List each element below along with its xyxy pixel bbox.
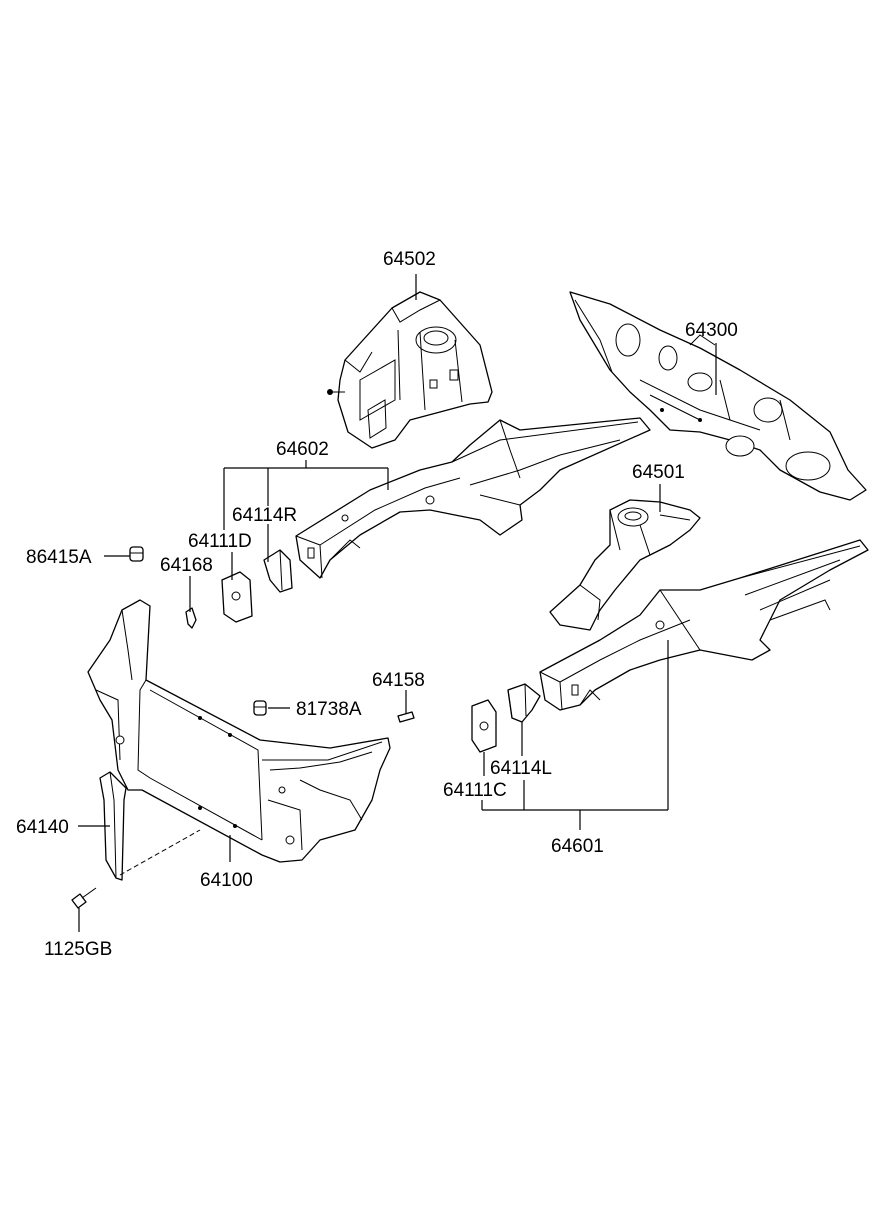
label-64601: 64601 xyxy=(551,836,604,857)
part-81738A-plug[interactable] xyxy=(253,700,267,716)
part-64502-wheel-house-rh[interactable] xyxy=(327,291,493,449)
part-64114R-bracket[interactable] xyxy=(263,549,293,593)
part-64501-wheel-house-lh[interactable] xyxy=(549,499,701,631)
alignment-line xyxy=(119,829,201,876)
part-86415A-plug[interactable] xyxy=(129,546,144,562)
part-64111D-plate[interactable] xyxy=(221,571,253,623)
label-64114L: 64114L xyxy=(490,758,552,779)
part-64100-front-panel[interactable] xyxy=(87,599,391,863)
label-64158: 64158 xyxy=(372,670,425,691)
label-64100: 64100 xyxy=(200,870,253,891)
part-64601-side-member-lh[interactable] xyxy=(539,539,869,711)
label-64168: 64168 xyxy=(160,555,213,576)
part-64158-pin[interactable] xyxy=(397,711,415,723)
part-64111C-plate[interactable] xyxy=(471,699,497,753)
label-64602: 64602 xyxy=(276,439,329,460)
label-1125GB: 1125GB xyxy=(44,939,112,960)
label-64300: 64300 xyxy=(685,320,738,341)
label-64111D: 64111D xyxy=(188,531,252,552)
part-64168-clip[interactable] xyxy=(185,607,197,629)
label-64114R: 64114R xyxy=(232,505,297,526)
part-64140-stay[interactable] xyxy=(99,771,127,881)
label-64140: 64140 xyxy=(16,817,69,838)
label-81738A: 81738A xyxy=(296,699,362,720)
label-64502: 64502 xyxy=(383,249,436,270)
part-64300-dash-panel[interactable] xyxy=(569,291,867,501)
part-1125GB-bolt[interactable] xyxy=(71,887,97,909)
part-64602-side-member-rh[interactable] xyxy=(295,417,651,579)
part-64114L-bracket[interactable] xyxy=(507,683,541,723)
label-64501: 64501 xyxy=(632,462,685,483)
label-86415A: 86415A xyxy=(26,547,92,568)
label-64111C: 64111C xyxy=(443,780,507,801)
leader-lines xyxy=(78,274,717,932)
